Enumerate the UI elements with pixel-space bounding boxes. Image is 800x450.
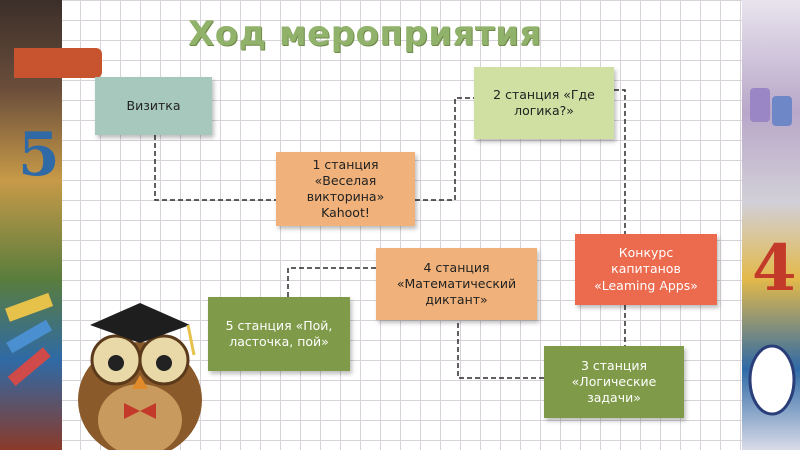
right-decoration-icon: 4 [748,88,797,416]
node-station4: 4 станция «Математический диктант» [376,248,537,320]
edge-station3-station4 [457,320,544,379]
node-konkurs: Конкурс капитанов «Leaming Apps» [575,234,717,305]
node-station3: 3 станция «Логические задачи» [544,346,684,418]
edge-vizitka-station1 [154,135,276,201]
node-station5-label: 5 станция «Пой, ласточка, пой» [225,317,333,349]
node-station1: 1 станция «Веселая викторина» Kahoot! [276,152,415,226]
numeral-5-icon: 5 [18,120,60,190]
node-konkurs-label: Конкурс капитанов «Leaming Apps» [594,245,698,293]
node-vizitka-label: Визитка [126,97,181,113]
edge-station1-station2 [415,97,474,201]
edge-station4-station5 [287,267,376,297]
node-station3-label: 3 станция «Логические задачи» [571,357,657,406]
node-station5: 5 станция «Пой, ласточка, пой» [208,297,350,371]
node-station1-label: 1 станция «Веселая викторина» Kahoot! [306,156,385,221]
page-title: Ход мероприятия [188,14,542,54]
owl-mascot-icon [78,303,202,450]
title-accent-bar [14,48,102,78]
node-station2: 2 станция «Где логика?» [474,67,614,139]
numeral-4-icon: 4 [752,231,797,306]
left-decoration-icon: 5 [5,120,60,387]
node-station4-label: 4 станция «Математический диктант» [396,259,517,308]
node-vizitka: Визитка [95,77,212,135]
edge-station2-konkurs [614,89,626,234]
node-station2-label: 2 станция «Где логика?» [493,86,595,118]
